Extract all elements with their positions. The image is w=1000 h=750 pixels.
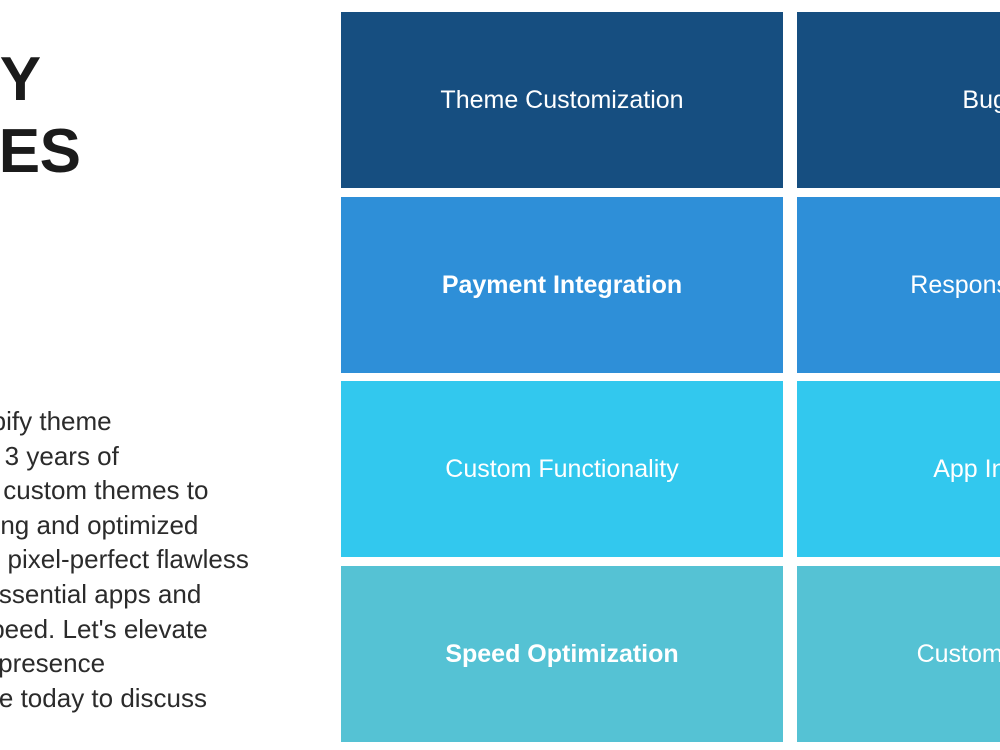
body-line-5: storefronts. I deliver pixel-perfect fla… [0, 544, 249, 575]
page-title-line-1: SHOPIFY [0, 45, 41, 114]
service-card-label: Payment Integration [441, 270, 683, 299]
body-line-10: your project. [0, 715, 192, 750]
service-card-label: Bug Fixes [962, 86, 1000, 114]
body-line-4: create high-converting and optimized [0, 509, 199, 540]
left-text-column: SHOPIFY SERVICES I am an expert Shopify … [0, 0, 249, 750]
body-line-2: developer with over 3 years of [0, 440, 119, 471]
service-card-label: App Integration [933, 455, 1000, 484]
page-title-line-2: SERVICES [0, 117, 81, 186]
service-card[interactable]: Bug Fixes [797, 12, 1000, 188]
service-card[interactable]: Payment Integration [341, 196, 783, 373]
service-card-label: Customer Support [916, 639, 1000, 668]
body-line-1: I am an expert Shopify theme [0, 406, 112, 436]
service-card[interactable]: Custom Functionality [341, 381, 783, 558]
service-card[interactable]: Theme Customization [341, 12, 783, 188]
page-title: SHOPIFY SERVICES [0, 44, 192, 188]
service-card-label: Responsive Design [910, 270, 1000, 299]
service-card-grid: Theme Customization Bug FixesPayment Inte… [341, 12, 1000, 742]
service-card[interactable]: App Integration [797, 381, 1000, 558]
body-line-9: together. Contact me today to discuss [0, 682, 208, 713]
body-line-8: your brand's online presence [0, 648, 106, 679]
body-line-7: optimize for peak speed. Let's elevate [0, 613, 208, 644]
body-line-6: designs, integrate essential apps and [0, 578, 202, 609]
service-card[interactable]: Customer Support [797, 565, 1000, 742]
service-card[interactable]: Speed Optimization [341, 565, 783, 742]
body-paragraph: I am an expert Shopify theme developer w… [0, 404, 249, 750]
service-card-label: Custom Functionality [445, 455, 679, 484]
service-card[interactable]: Responsive Design [797, 196, 1000, 373]
service-card-label: Theme Customization [440, 86, 684, 114]
body-line-3: experience building custom themes to [0, 475, 209, 506]
service-card-label: Speed Optimization [445, 639, 679, 668]
